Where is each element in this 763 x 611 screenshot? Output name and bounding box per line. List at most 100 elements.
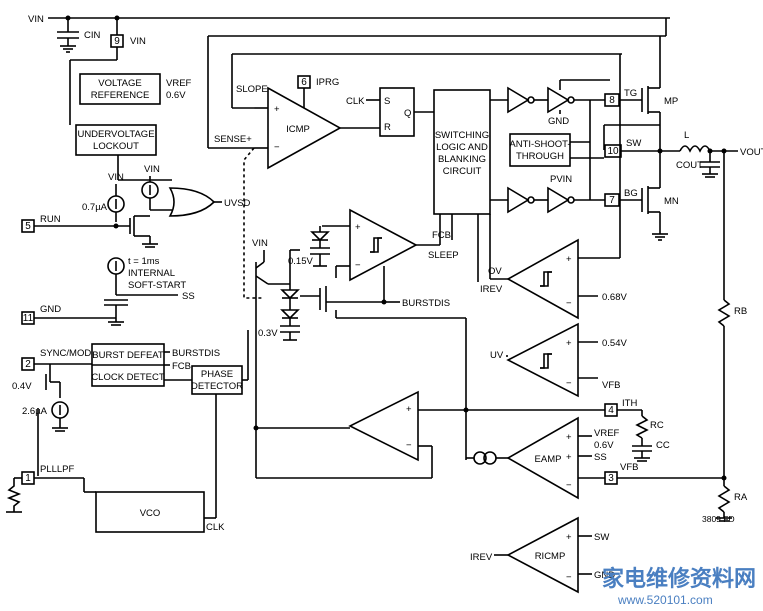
svg-text:6: 6	[301, 77, 307, 88]
svg-text:VIN: VIN	[144, 164, 160, 175]
ricmp-comparator: RICMP + − IREV SW GND	[470, 516, 615, 594]
svg-text:REFERENCE: REFERENCE	[91, 90, 150, 101]
svg-text:VOLTAGE: VOLTAGE	[98, 78, 141, 89]
svg-text:家电维修资料网: 家电维修资料网	[602, 566, 756, 591]
top-gate-driver: GND 8 TG	[507, 79, 642, 127]
svg-text:Q: Q	[404, 108, 411, 119]
svg-text:PVIN: PVIN	[550, 174, 572, 185]
svg-text:DETECTOR: DETECTOR	[191, 381, 243, 392]
svg-text:VFB: VFB	[602, 380, 620, 391]
svg-text:OV: OV	[488, 266, 502, 277]
phase-detector-block: PHASE DETECTOR	[37, 330, 249, 518]
plllpf-vco: 1 PLLLPF VCO CLK	[6, 464, 225, 533]
vout-label: VOUT	[740, 147, 763, 158]
svg-text:−: −	[566, 298, 572, 309]
switching-logic-block: SWITCHING LOGIC AND BLANKING CIRCUIT	[433, 89, 508, 215]
svg-text:LOCKOUT: LOCKOUT	[93, 141, 139, 152]
run-current-sources: VIN 0.7µA VIN	[82, 164, 172, 222]
svg-text:+: +	[566, 338, 572, 349]
svg-text:MN: MN	[664, 196, 679, 207]
svg-text:CC: CC	[656, 440, 670, 451]
svg-text:GND: GND	[40, 304, 61, 315]
svg-text:5: 5	[25, 221, 31, 232]
svg-text:ANTI-SHOOT-: ANTI-SHOOT-	[509, 139, 570, 150]
svg-text:2.6µA: 2.6µA	[22, 406, 48, 417]
svg-text:RUN: RUN	[40, 214, 61, 225]
svg-text:ICMP: ICMP	[286, 124, 310, 135]
vref-out-label: VREF	[166, 78, 192, 89]
svg-text:+: +	[406, 404, 412, 415]
ov-comparator: + − OV 0.68V IREV	[477, 214, 627, 320]
svg-text:VFB: VFB	[620, 462, 638, 473]
vin-label: VIN	[28, 14, 44, 25]
svg-text:BURST DEFEAT: BURST DEFEAT	[92, 350, 164, 361]
vref-out-value: 0.6V	[166, 90, 186, 101]
svg-text:RICMP: RICMP	[535, 551, 566, 562]
svg-text:PLLLPF: PLLLPF	[40, 464, 75, 475]
svg-text:FCB: FCB	[432, 230, 451, 241]
svg-text:BURSTDIS: BURSTDIS	[402, 298, 450, 309]
uvsd-or-gate: UVSD	[168, 187, 251, 217]
svg-text:IPRG: IPRG	[316, 77, 339, 88]
uvsd-label: UVSD	[224, 198, 251, 209]
svg-text:+: +	[566, 254, 572, 265]
svg-text:+: +	[355, 222, 361, 233]
svg-text:CLK: CLK	[206, 522, 225, 533]
clamp-network: VIN 0.3V BURSTDIS	[243, 147, 467, 479]
svg-text:4: 4	[608, 405, 614, 416]
svg-text:LOGIC AND: LOGIC AND	[436, 142, 488, 153]
sr-latch: S R Q CLK	[346, 87, 434, 137]
mn-transistor: MN	[641, 151, 679, 241]
svg-text:IREV: IREV	[470, 552, 493, 563]
svg-text:3809 FD: 3809 FD	[702, 514, 735, 524]
svg-text:0.54V: 0.54V	[602, 338, 627, 349]
svg-text:SWITCHING: SWITCHING	[435, 130, 489, 141]
svg-text:−: −	[566, 572, 572, 583]
svg-text:BLANKING: BLANKING	[438, 154, 486, 165]
svg-text:−: −	[566, 378, 572, 389]
svg-text:CLK: CLK	[346, 96, 365, 107]
svg-text:8: 8	[609, 95, 615, 106]
sync-mode-section: 2 SYNC/MODE 0.4V 2.6µA BURST DEFEAT CLOC…	[12, 343, 220, 432]
watermark: 家电维修资料网 www.520101.com	[602, 566, 756, 607]
svg-text:CIRCUIT: CIRCUIT	[443, 166, 482, 177]
svg-text:+: +	[274, 104, 280, 115]
anti-shoot-through-block: ANTI-SHOOT- THROUGH	[509, 100, 660, 200]
sw-pin: 10 SW	[604, 138, 680, 158]
svg-text:−: −	[406, 440, 412, 451]
svg-text:2: 2	[25, 359, 31, 370]
inductor-label: L	[684, 130, 689, 141]
svg-text:SLEEP: SLEEP	[428, 250, 459, 261]
vfb-pin: 3 3809 FD	[604, 471, 735, 524]
svg-text:PHASE: PHASE	[201, 369, 233, 380]
svg-text:GND: GND	[548, 116, 569, 127]
svg-text:1: 1	[25, 473, 31, 484]
output-stage: L VOUT COUT RB RA	[676, 130, 763, 522]
run-current-value: 0.7µA	[82, 202, 108, 213]
svg-text:UNDERVOLTAGE: UNDERVOLTAGE	[77, 129, 154, 140]
soft-start: t = 1ms INTERNAL SOFT-START SS	[104, 256, 195, 306]
svg-text:www.520101.com: www.520101.com	[617, 593, 713, 607]
voltage-reference-block: VOLTAGE REFERENCE VREF 0.6V	[79, 73, 192, 105]
svg-text:SYNC/MODE: SYNC/MODE	[40, 348, 98, 359]
svg-text:−: −	[355, 260, 361, 271]
svg-text:SW: SW	[594, 532, 609, 543]
svg-text:10: 10	[607, 146, 619, 157]
ss-label: SS	[182, 291, 195, 302]
pin-9-num: 9	[114, 36, 120, 47]
slope-label: SLOPE	[236, 84, 268, 95]
sense-label: SENSE+	[214, 134, 252, 145]
vco-label: VCO	[140, 508, 161, 519]
top-feedback-wires	[207, 35, 666, 149]
svg-text:CLOCK DETECT: CLOCK DETECT	[91, 372, 165, 383]
undervoltage-lockout-block: UNDERVOLTAGE LOCKOUT	[75, 124, 172, 181]
svg-text:INTERNAL: INTERNAL	[128, 268, 175, 279]
svg-text:VREF: VREF	[594, 428, 620, 439]
vin-rail: VIN CIN 9 VIN	[28, 14, 670, 125]
svg-text:BG: BG	[624, 188, 638, 199]
svg-text:FCB: FCB	[172, 361, 191, 372]
svg-text:R: R	[384, 122, 391, 133]
svg-text:+: +	[566, 432, 572, 443]
svg-text:GND: GND	[594, 570, 615, 581]
